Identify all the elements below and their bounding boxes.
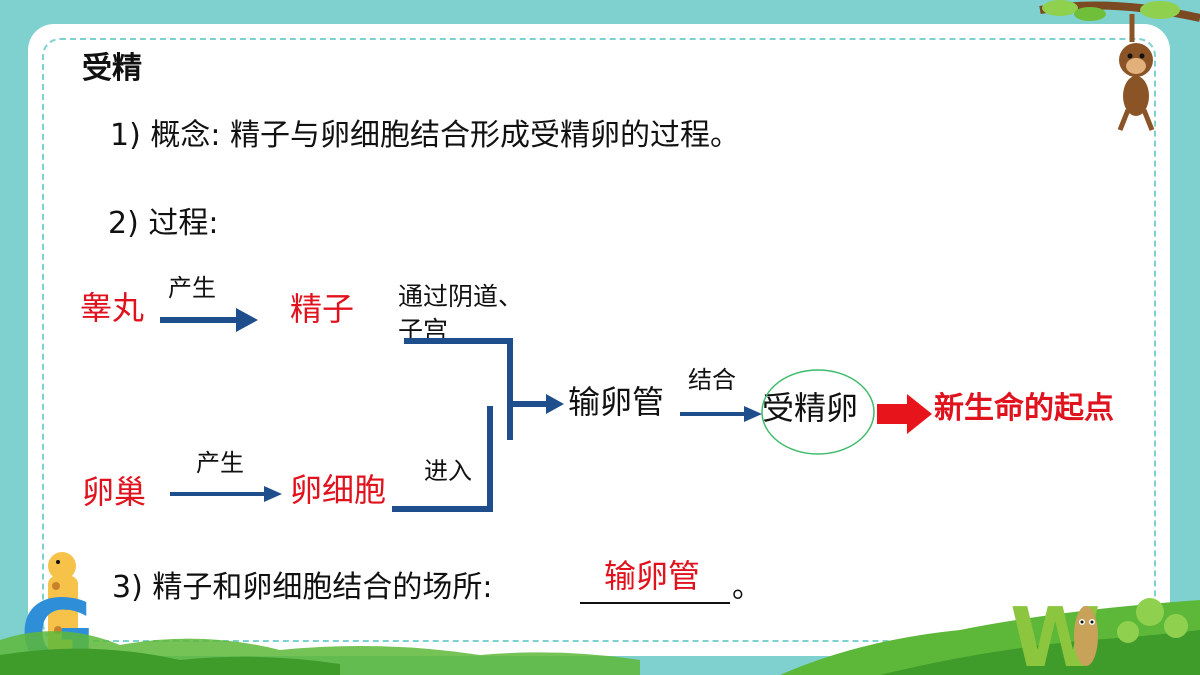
concept-point: 1) 概念: 精子与卵细胞结合形成受精卵的过程。	[110, 118, 740, 153]
location-point: 3) 精子和卵细胞结合的场所:	[112, 570, 493, 605]
oviduct-label: 输卵管	[568, 383, 665, 421]
worm-decoration	[1074, 606, 1098, 666]
produce-arrow-top	[160, 308, 258, 332]
dashed-border	[42, 38, 1156, 642]
path-label-line1: 通过阴道、	[398, 282, 524, 311]
zygote-ellipse	[761, 369, 875, 455]
enter-label: 进入	[424, 457, 472, 485]
combine-label: 结合	[688, 366, 736, 394]
to-oviduct-arrow	[510, 394, 564, 414]
combine-arrow	[680, 406, 762, 422]
content-panel	[28, 24, 1170, 656]
process-point: 2) 过程:	[108, 206, 219, 241]
egg-path-connector	[392, 406, 493, 512]
monkey-decoration	[1039, 0, 1200, 131]
sperm-path-connector	[404, 338, 513, 440]
produce-label-top: 产生	[168, 274, 216, 302]
produce-label-bottom: 产生	[196, 449, 244, 477]
location-period: 。	[732, 570, 762, 605]
start-of-life-arrow	[877, 394, 932, 434]
ovary-label: 卵巢	[82, 473, 147, 511]
egg-cell-label: 卵细胞	[290, 471, 387, 509]
location-answer: 输卵管	[604, 557, 701, 595]
produce-arrow-bottom	[170, 486, 282, 502]
start-of-life-label: 新生命的起点	[934, 391, 1114, 426]
testis-label: 睾丸	[80, 289, 145, 327]
sperm-label: 精子	[290, 290, 355, 328]
zygote-label: 受精卵	[762, 389, 859, 427]
slide-heading: 受精	[82, 51, 142, 86]
